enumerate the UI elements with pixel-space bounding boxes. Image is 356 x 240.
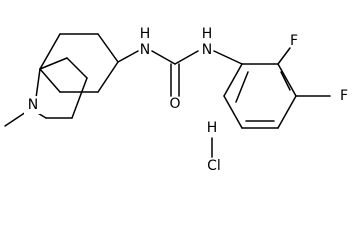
- bond: [213, 50, 243, 65]
- amine-nitrogen-label: N: [28, 97, 38, 113]
- fluorine-right-label: F: [340, 88, 348, 104]
- bond: [174, 50, 199, 65]
- bond: [71, 77, 88, 119]
- bond: [277, 63, 297, 97]
- bond: [39, 68, 61, 93]
- chemical-structure-diagram: N H N H N O F F H Cl: [4, 26, 348, 174]
- bond: [39, 33, 61, 70]
- bond: [35, 68, 41, 99]
- bond: [97, 61, 119, 93]
- atom-labels: N H N H N O F F H Cl: [24, 26, 348, 174]
- bond: [151, 50, 176, 65]
- hcl-chlorine-label: Cl: [207, 158, 221, 174]
- bond: [277, 47, 291, 65]
- bond: [39, 57, 68, 70]
- structure-canvas: N H N H N O F F H Cl: [4, 26, 348, 174]
- fluorine-top-label: F: [290, 33, 298, 49]
- urea-linker: [117, 50, 243, 97]
- bond: [223, 63, 243, 97]
- bond: [117, 50, 139, 63]
- hcl-hydrogen-label: H: [207, 120, 218, 136]
- bond: [97, 33, 119, 63]
- bicyclic-ring: [4, 33, 119, 127]
- bond: [4, 111, 27, 127]
- bond: [277, 95, 297, 129]
- nh-nitrogen-right-label: N: [202, 42, 212, 58]
- bond: [223, 95, 243, 129]
- bond: [66, 57, 88, 79]
- nh-hydrogen-left-label: H: [140, 26, 151, 42]
- bond: [280, 71, 291, 91]
- label-backdrop: [24, 96, 44, 114]
- nh-hydrogen-right-label: H: [202, 26, 213, 42]
- carbonyl-oxygen-label: O: [169, 96, 180, 112]
- difluorophenyl-ring: [223, 47, 331, 129]
- bond: [235, 71, 249, 103]
- nh-nitrogen-left-label: N: [140, 42, 150, 58]
